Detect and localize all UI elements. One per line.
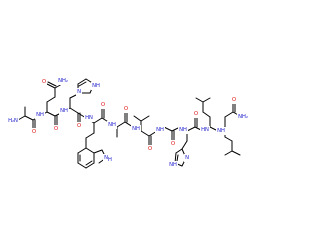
bond [85, 132, 95, 139]
atom-label: NH₂ [58, 78, 68, 84]
bond [17, 115, 26, 121]
atom-label: N [104, 155, 108, 161]
bond [202, 111, 211, 118]
atom-label-group: NH₂ [57, 77, 69, 85]
atom-label-group: NH [59, 107, 69, 115]
atom-label-group: O [31, 128, 37, 136]
atom-label-group: O [76, 122, 82, 130]
atom-label-group: N [103, 154, 109, 162]
bond [195, 97, 204, 103]
bond-layer [17, 78, 241, 169]
atom-label-group: O [123, 105, 129, 113]
atom-label: O [54, 126, 58, 132]
atom-label: NH [156, 127, 164, 133]
bond [85, 162, 95, 169]
atom-label: NH [179, 127, 187, 133]
atom-label: O [171, 141, 175, 147]
bond [47, 81, 57, 87]
bond [85, 147, 95, 154]
atom-label: O [101, 102, 105, 108]
bond [24, 115, 34, 121]
atom-label-group: O [53, 125, 59, 133]
atom-label-group: HN [84, 114, 94, 122]
bond [133, 115, 142, 122]
atom-label-group: NH [178, 126, 188, 134]
atom-label-group: N [184, 154, 190, 162]
bond [93, 149, 103, 154]
atom-label: O [232, 97, 236, 103]
bond [202, 97, 211, 103]
bond [186, 126, 196, 132]
atom-label: O [148, 146, 152, 152]
atom-label-group: O [41, 78, 47, 86]
bond [85, 160, 93, 166]
bond [77, 78, 87, 85]
atom-label-group: O [231, 96, 237, 104]
bond [175, 148, 183, 154]
atom-label: NH [169, 162, 177, 168]
atom-label: NH₂ [238, 114, 248, 120]
molecule-structure-canvas: H₂N NH O O NH₂ O NH N NH O HN N H O NH O… [7, 77, 249, 169]
atom-label: HN [85, 115, 93, 121]
bond [224, 150, 233, 156]
atom-label: O [124, 106, 128, 112]
atom-label: O [32, 129, 36, 135]
atom-label: NH [36, 112, 44, 118]
atom-label-group: O [100, 101, 106, 109]
atom-label-group: O [170, 140, 176, 148]
atom-label: H [108, 157, 112, 163]
bond [176, 154, 179, 162]
atom-label-group: NH [131, 125, 141, 133]
atom-label: N [77, 89, 81, 95]
bond [140, 115, 150, 122]
atom-label: NH [132, 126, 140, 132]
atom-label-group: NH [168, 161, 178, 169]
atom-label-group: NH [35, 111, 45, 119]
atom-label-group: NH [216, 127, 226, 135]
atom-label: NH [108, 122, 116, 128]
atom-label: NH [217, 128, 225, 134]
bond [77, 162, 87, 169]
peptide-skeletal-formula: H₂N NH O O NH₂ O NH N NH O HN N H O NH O… [7, 77, 249, 169]
atom-label-group: NH [155, 126, 165, 134]
bond [46, 96, 56, 103]
atom-label: O [42, 79, 46, 85]
atom-label-group: NH [107, 121, 117, 129]
atom-label: O [194, 111, 198, 117]
bond [77, 147, 87, 154]
atom-label-layer: H₂N NH O O NH₂ O NH N NH O HN N H O NH O… [7, 77, 249, 169]
bond [224, 136, 233, 142]
bond [163, 126, 173, 132]
bond [224, 111, 234, 118]
bond [181, 140, 188, 150]
atom-label: HN [201, 127, 209, 133]
atom-label-group: N [76, 88, 82, 96]
atom-label-group: H [108, 157, 112, 163]
bond [231, 150, 241, 156]
bond [46, 83, 56, 89]
atom-label-group: O [147, 145, 153, 153]
atom-label-group: HN [200, 126, 210, 134]
bond [46, 111, 56, 117]
atom-label: N [185, 155, 189, 161]
bond [69, 107, 79, 114]
atom-label-group: O [193, 110, 199, 118]
bond [78, 81, 87, 87]
bond [140, 130, 150, 137]
atom-label: O [77, 123, 81, 129]
bond [93, 117, 103, 124]
bond [116, 121, 126, 128]
atom-label: NH [60, 108, 68, 114]
atom-label-group: H₂N [7, 117, 19, 125]
atom-label-group: NH [91, 82, 101, 90]
atom-label-group: NH₂ [237, 113, 249, 121]
atom-label: NH [92, 83, 100, 89]
atom-label: H₂N [8, 118, 18, 124]
